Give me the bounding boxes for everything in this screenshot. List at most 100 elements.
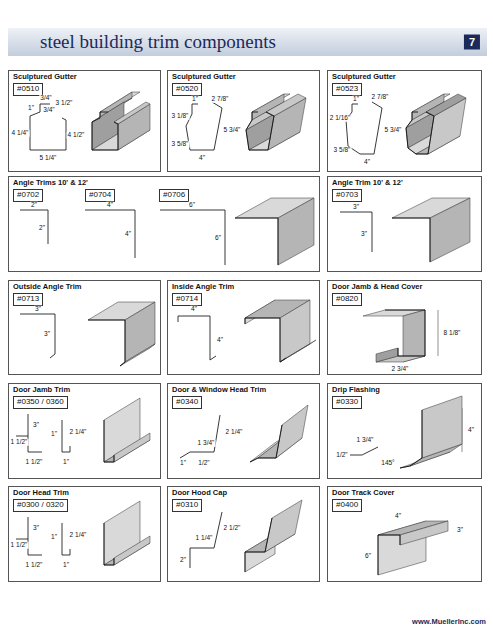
dimension-label: 1 1/2" [25, 459, 44, 466]
dimension-label: 1 3/4" [197, 440, 216, 447]
dimension-label: 1 1/2" [10, 439, 29, 446]
end-profile [400, 410, 422, 468]
part-number: #0350 / 0360 [14, 397, 67, 408]
dimension-label: 4" [198, 155, 206, 162]
dimension-line [438, 310, 439, 356]
dimension-label: 3 5/8" [333, 147, 352, 154]
dimension-label: 2 1/16" [329, 115, 351, 122]
head-profile [62, 523, 70, 555]
dimension-label: 4 1/4" [11, 130, 30, 137]
part-number-box: #0703 [332, 189, 362, 202]
dimension-label: 1" [62, 459, 70, 466]
product-panel: Inside Angle Trim#0714 [167, 280, 320, 375]
panel-heading: Door Jamb Trim [9, 384, 160, 396]
dimension-label: 1" [50, 534, 58, 541]
end-profile [392, 218, 430, 262]
dimension-label: 2 3/4" [391, 366, 410, 373]
part-number: #0523 [333, 84, 361, 95]
panel-heading: Sculptured Gutter [168, 71, 319, 83]
part-rendering [392, 198, 470, 262]
dimension-label: 1 3/4" [356, 437, 375, 444]
part-number-box: #0400 [332, 499, 362, 512]
part-rendering [92, 92, 150, 150]
product-panel: Sculptured Gutter#0510 [8, 70, 161, 172]
drip-profile [350, 447, 378, 455]
dimension-label: 4" [467, 427, 475, 434]
dimension-label: 4" [106, 202, 114, 209]
face [266, 94, 306, 116]
hood-profile [190, 512, 222, 568]
part-number: #0510 [14, 84, 42, 95]
gutter-profile [346, 102, 382, 154]
dimension-label: 3 1/2" [55, 100, 74, 107]
dimension-label: 2 1/4" [225, 429, 244, 436]
end-profile [246, 112, 274, 150]
jamb-profile [16, 414, 42, 452]
dimension-label: 2 7/8" [211, 96, 230, 103]
dimension-label: 3" [456, 527, 464, 534]
face [114, 433, 150, 462]
part-number-box: #0820 [332, 293, 362, 306]
face [114, 536, 150, 565]
part-number: #0706 [160, 190, 188, 201]
angle-profile [178, 316, 216, 360]
gutter-profile [30, 104, 66, 150]
part-number: #0310 [173, 500, 201, 511]
part-rendering [378, 521, 448, 575]
dimension-label: 1/2" [335, 452, 348, 459]
part-number: #0520 [173, 84, 201, 95]
panel-heading: Angle Trims 10' & 12' [9, 177, 319, 189]
angle-profile [160, 210, 225, 265]
angle-profile [20, 210, 48, 244]
dimension-label: 4 1/2" [67, 132, 86, 139]
part-number-box: #0713 [13, 293, 43, 306]
part-rendering [245, 300, 316, 362]
dimension-label: 2" [30, 202, 38, 209]
title-bar [8, 28, 487, 56]
dimension-label: 6" [188, 202, 196, 209]
dimension-label: 145° [380, 460, 395, 467]
part-number-box: #0300 / 0320 [13, 499, 68, 512]
part-rendering [363, 310, 425, 362]
part-number: #0702 [14, 190, 42, 201]
face [403, 310, 425, 362]
panel-heading: Door Hood Cap [168, 487, 319, 499]
part-number-box: #0330 [332, 396, 362, 409]
dimension-label: 8 1/8" [443, 330, 462, 337]
part-number: #0400 [333, 500, 361, 511]
dimension-label: 5 3/4" [223, 127, 242, 134]
panel-heading: Door Head Trim [9, 487, 160, 499]
face [430, 198, 470, 262]
dimension-label: 3/4" [42, 107, 55, 114]
page-title: steel building trim components [40, 30, 276, 54]
dimension-label: 1 1/2" [10, 542, 29, 549]
part-number-box: #0704 [85, 189, 115, 202]
panel-heading: Inside Angle Trim [168, 281, 319, 293]
face [114, 102, 150, 124]
dimension-label: 4" [394, 513, 402, 520]
product-panel: Sculptured Gutter#0520 [167, 70, 320, 172]
end-profile [406, 112, 434, 154]
panel-heading: Door Track Cover [328, 487, 481, 499]
end-profile [104, 523, 114, 565]
panel-heading: Sculptured Gutter [328, 71, 481, 83]
end-profile [245, 318, 286, 362]
end-profile [385, 310, 425, 356]
face [278, 198, 314, 265]
dimension-label: 1" [191, 96, 199, 103]
part-rendering [104, 398, 150, 462]
dimension-label: 2 7/8" [371, 94, 390, 101]
dimension-label: 1 1/4" [195, 535, 214, 542]
part-number: #0703 [333, 190, 361, 201]
dimension-label: 1" [62, 562, 70, 569]
dimension-label: 2" [38, 225, 46, 232]
part-rendering [104, 501, 150, 565]
part-number-box: #0350 / 0360 [13, 396, 68, 409]
dimension-label: 5 3/4" [384, 127, 403, 134]
part-rendering [406, 94, 466, 154]
part-number: #0300 / 0320 [14, 500, 67, 511]
angle-profile [85, 210, 135, 258]
part-rendering [235, 198, 314, 265]
part-number: #0340 [173, 397, 201, 408]
